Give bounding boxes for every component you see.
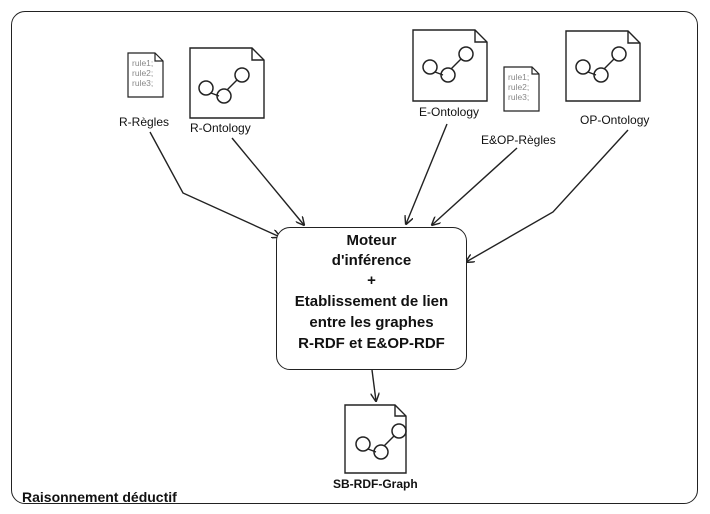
e-ontology-document-icon bbox=[412, 29, 488, 102]
diagram-title: Raisonnement déductif bbox=[22, 489, 177, 505]
op-ontology-document-icon bbox=[565, 30, 641, 102]
engine-line-4: Etablissement de lien bbox=[294, 293, 449, 310]
sb-rdf-graph-document-icon bbox=[344, 404, 407, 474]
rule-line: rule2; bbox=[132, 68, 154, 78]
arrow-eop-regles-to-engine bbox=[432, 147, 518, 225]
engine-line-1: Moteur bbox=[346, 232, 397, 249]
eop-regles-document-icon bbox=[503, 66, 540, 112]
rule-line: rule1; bbox=[508, 72, 530, 82]
r-ontology-document-icon bbox=[189, 47, 265, 119]
arrow-engine-to-output bbox=[372, 369, 376, 401]
rule-line: rule1; bbox=[132, 58, 154, 68]
r-regles-label: R-Règles bbox=[119, 115, 170, 129]
engine-line-6: R-RDF et E&OP-RDF bbox=[298, 335, 445, 352]
engine-line-2: d'inférence bbox=[331, 252, 412, 269]
eop-regles-rules-text: rule1; rule2; rule3; bbox=[508, 72, 529, 102]
op-ontology-label: OP-Ontology bbox=[580, 113, 650, 127]
rule-line: rule2; bbox=[508, 82, 530, 92]
r-ontology-label: R-Ontology bbox=[190, 121, 251, 135]
inference-engine-box bbox=[276, 227, 467, 370]
arrow-e-ontology-to-engine bbox=[406, 123, 448, 224]
diagram-frame bbox=[11, 11, 698, 504]
engine-line-3: + bbox=[367, 272, 376, 289]
arrow-op-ontology-to-engine bbox=[466, 129, 629, 262]
rule-line: rule3; bbox=[132, 78, 154, 88]
arrow-r-regles-to-engine bbox=[149, 131, 280, 237]
engine-line-5: entre les graphes bbox=[309, 314, 434, 331]
rule-line: rule3; bbox=[508, 92, 530, 102]
arrow-r-ontology-to-engine bbox=[231, 137, 304, 225]
r-regles-rules-text: rule1; rule2; rule3; bbox=[132, 58, 153, 88]
eop-regles-label: E&OP-Règles bbox=[481, 133, 556, 147]
r-regles-document-icon bbox=[127, 52, 164, 98]
e-ontology-label: E-Ontology bbox=[419, 105, 480, 119]
sb-rdf-graph-label: SB-RDF-Graph bbox=[333, 477, 418, 491]
